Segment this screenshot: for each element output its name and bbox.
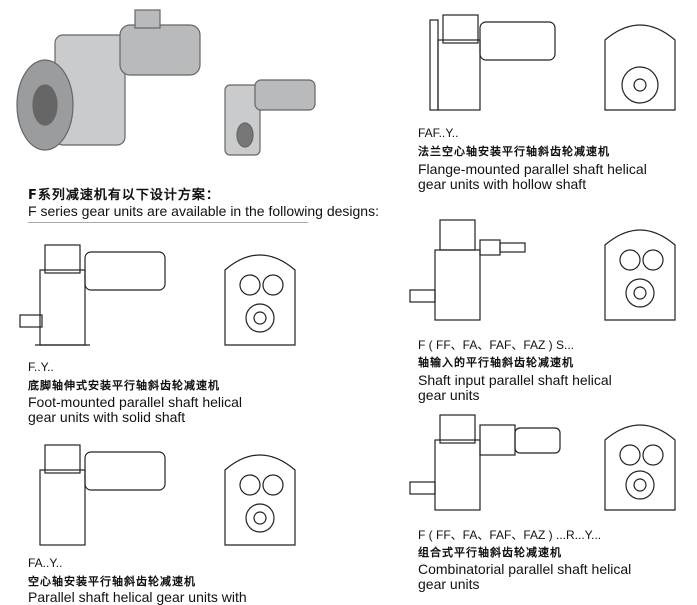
design-name-cn: 底脚轴伸式安装平行轴斜齿轮减速机 [28, 379, 220, 392]
drawing-combinatorial-side [409, 414, 561, 511]
drawing-flange-front [604, 24, 676, 111]
drawing-flange-side [429, 14, 556, 111]
intro-title-cn: F系列减速机有以下设计方案： [28, 188, 220, 203]
drawing-hollow-shaft-side [39, 444, 166, 546]
design-name-en-2: gear units with solid shaft [28, 409, 186, 425]
drawing-shaft-input-front [604, 229, 676, 321]
design-name-en: Shaft input parallel shaft helical [418, 372, 612, 388]
drawing-foot-mounted-front [224, 254, 296, 346]
design-code: FA..Y.. [28, 556, 63, 570]
drawing-foot-mounted-side [19, 244, 166, 346]
drawing-hollow-shaft-front [224, 454, 296, 546]
design-code: FAF..Y.. [418, 126, 459, 140]
design-name-en: Combinatorial parallel shaft helical [418, 561, 632, 577]
design-name-cn: 空心轴安装平行轴斜齿轮减速机 [28, 575, 196, 588]
drawing-shaft-input-side [409, 219, 526, 321]
gear-unit-photo-small [224, 79, 316, 156]
design-code: F..Y.. [28, 360, 54, 374]
gear-unit-photo-large [16, 9, 201, 151]
design-name-cn: 组合式平行轴斜齿轮减速机 [418, 546, 562, 559]
design-name-cn: 轴输入的平行轴斜齿轮减速机 [418, 356, 574, 369]
divider [28, 222, 308, 223]
design-code: F ( FF、FA、FAF、FAZ ) ...R...Y... [418, 528, 602, 542]
design-name-en-2: gear units with hollow shaft [418, 176, 587, 192]
design-name-en-2: gear units [418, 387, 480, 403]
design-name-cn: 法兰空心轴安装平行轴斜齿轮减速机 [418, 145, 610, 158]
drawing-combinatorial-front [604, 424, 676, 511]
design-name-en: Parallel shaft helical gear units with [28, 589, 247, 605]
design-name-en: Foot-mounted parallel shaft helical [28, 394, 243, 410]
design-name-en-2: gear units [418, 576, 480, 592]
design-code: F ( FF、FA、FAF、FAZ ) S... [418, 338, 575, 352]
design-name-en: Flange-mounted parallel shaft helical [418, 161, 647, 177]
intro-title-en: F series gear units are available in the… [28, 203, 379, 219]
